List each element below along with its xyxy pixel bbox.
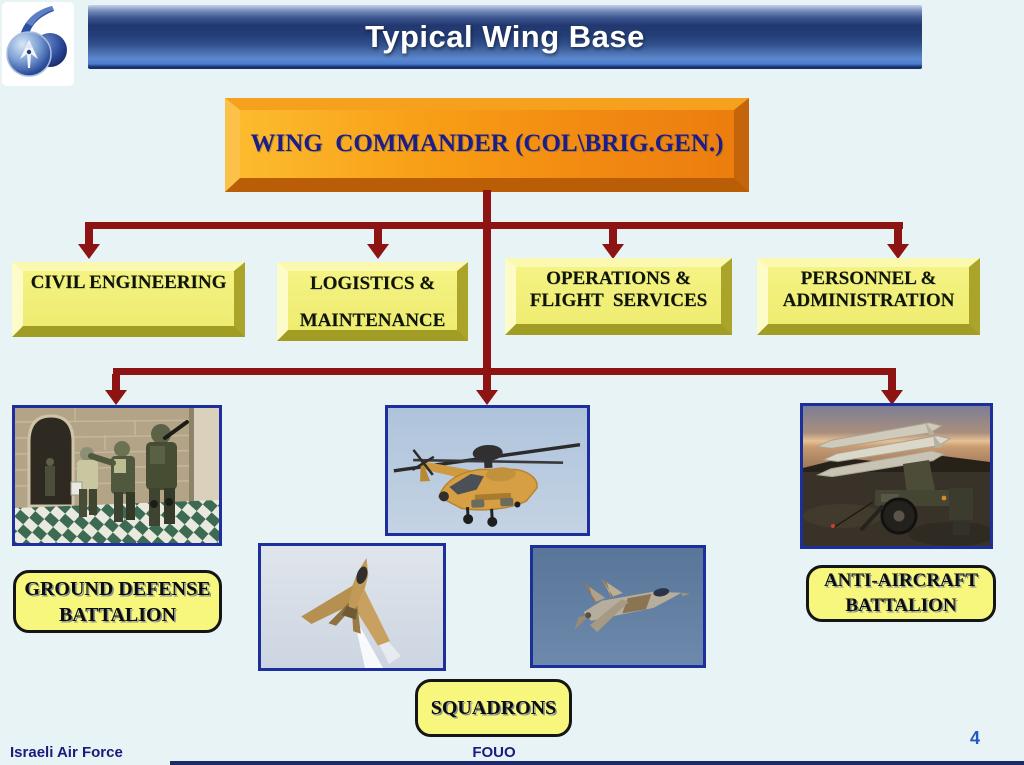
- slide-title-bar: Typical Wing Base: [88, 5, 922, 69]
- connector-hline-2: [113, 368, 896, 375]
- dept-label: FLIGHT SERVICES: [529, 290, 708, 311]
- connector-hline-1: [85, 222, 903, 229]
- dept-label: ADMINISTRATION: [782, 290, 955, 311]
- dept-box-operations-flight-services: OPERATIONS & FLIGHT SERVICES: [505, 258, 732, 335]
- page-number: 4: [969, 728, 980, 748]
- ground-defense-battalion-label: GROUND DEFENSE BATTALION: [13, 570, 222, 633]
- connector-drop: [888, 374, 896, 391]
- dept-box-logistics-maintenance: LOGISTICS & MAINTENANCE: [277, 262, 468, 341]
- connector-drop: [894, 228, 902, 245]
- unit-label-line: GROUND DEFENSE: [24, 577, 211, 600]
- arrow-down-icon: [881, 390, 903, 405]
- dept-label: CIVIL ENGINEERING: [30, 272, 227, 293]
- unit-label-line: BATTALION: [58, 603, 177, 626]
- unit-label-line: BATTALION: [845, 594, 957, 616]
- dept-label: OPERATIONS &: [546, 268, 691, 289]
- f15-climbing-photo: [258, 543, 446, 671]
- dept-box-civil-engineering: CIVIL ENGINEERING: [12, 262, 245, 337]
- arrow-down-icon: [602, 244, 624, 259]
- unit-label-line: SQUADRONS: [430, 697, 557, 719]
- dept-label: MAINTENANCE: [299, 310, 446, 331]
- dept-label: LOGISTICS &: [309, 273, 436, 294]
- f15-flight-photo: [530, 545, 706, 668]
- arrow-down-icon: [887, 244, 909, 259]
- connector-stem: [483, 190, 491, 373]
- apache-helicopter-photo: [385, 405, 590, 536]
- dept-label: PERSONNEL &: [800, 268, 937, 289]
- wing-commander-label: WING COMMANDER (COL\BRIG.GEN.): [250, 130, 724, 157]
- footer-left-text: Israeli Air Force: [10, 744, 123, 761]
- connector-drop: [85, 228, 93, 245]
- page-title: Typical Wing Base: [365, 19, 645, 54]
- arrow-down-icon: [476, 390, 498, 405]
- squadrons-label: SQUADRONS: [415, 679, 572, 737]
- arrow-down-icon: [78, 244, 100, 259]
- connector-drop: [609, 228, 617, 245]
- dept-box-personnel-administration: PERSONNEL & ADMINISTRATION: [757, 258, 980, 335]
- anti-aircraft-battalion-label: ANTI-AIRCRAFT BATTALION: [806, 565, 996, 622]
- wing-commander-box: WING COMMANDER (COL\BRIG.GEN.): [225, 98, 749, 192]
- israeli-air-force-logo-icon: [2, 2, 74, 86]
- connector-drop: [112, 374, 120, 391]
- footer-divider-bar: [170, 761, 1024, 765]
- soldiers-patrol-photo: [12, 405, 222, 546]
- hawk-missile-launcher-photo: [800, 403, 993, 549]
- connector-drop: [374, 228, 382, 245]
- connector-drop: [483, 374, 491, 391]
- unit-label-line: ANTI-AIRCRAFT: [823, 569, 979, 591]
- footer-classification: FOUO: [472, 744, 516, 761]
- arrow-down-icon: [105, 390, 127, 405]
- arrow-down-icon: [367, 244, 389, 259]
